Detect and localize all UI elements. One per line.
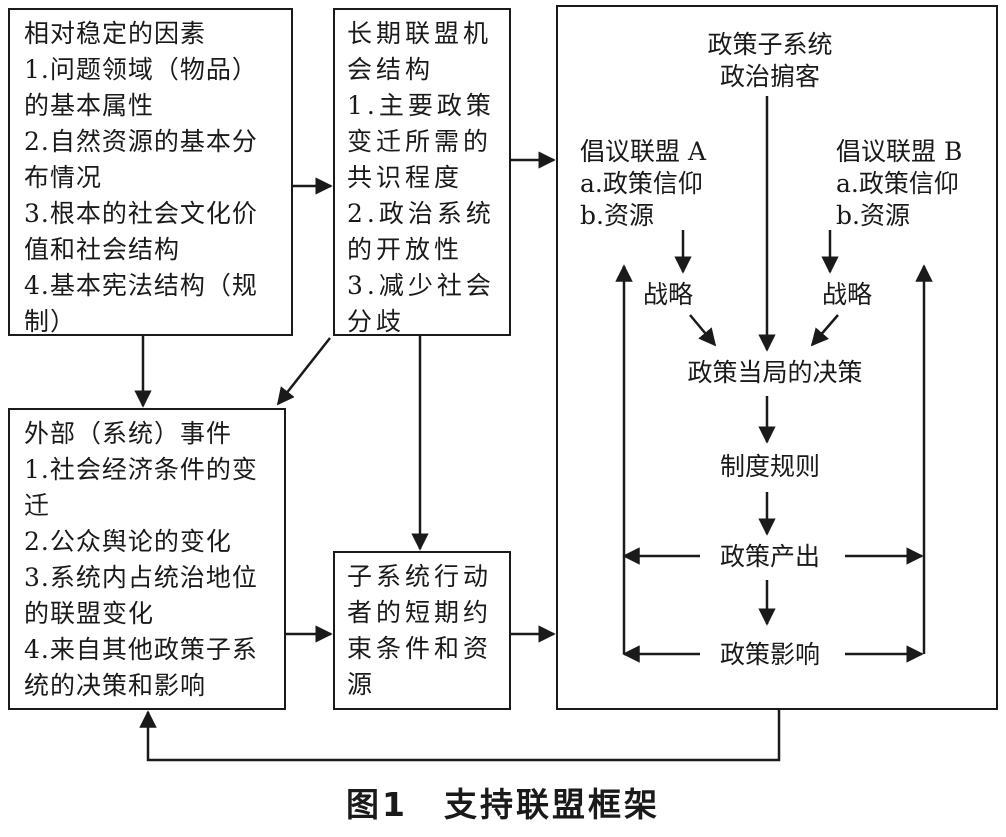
external-events-line: 的联盟变化 xyxy=(24,599,155,628)
stable-factors-line: 值和社会结构 xyxy=(24,235,181,264)
arrow-strategy-b-to-decision xyxy=(810,314,839,347)
strategy-b: 战略 xyxy=(822,280,873,309)
stable-factors-line: 3.根本的社会文化价 xyxy=(24,199,258,228)
short-term-line: 源 xyxy=(347,670,377,699)
short-term-box: 子系统行动 者的短期约 束条件和资 源 xyxy=(333,551,511,710)
stable-factors-line: 的基本属性 xyxy=(24,91,155,120)
external-events-line: 4.来自其他政策子系 xyxy=(24,635,258,664)
short-term-text: 子系统行动 者的短期约 束条件和资 源 xyxy=(347,559,492,703)
coalition-structure-line: 会结构 xyxy=(347,55,435,84)
stable-factors-line: 1.问题领域（物品） xyxy=(24,55,258,84)
arrow-feedback-bottom xyxy=(139,710,781,762)
arrow-strategy-a-to-decision xyxy=(689,314,717,347)
coalition-structure-line: 的开放性 xyxy=(347,235,464,264)
policy-output: 政策产出 xyxy=(719,542,820,571)
figure-number: 图1 xyxy=(346,785,408,824)
policy-broker: 政治掮客 xyxy=(719,62,820,91)
stable-factors-line: 4.基本宪法结构（规 xyxy=(24,271,258,300)
stable-factors-line: 制） xyxy=(24,307,77,336)
coalition-b-title: 倡议联盟 B xyxy=(836,137,963,166)
coalition-b-belief: a.政策信仰 xyxy=(836,169,959,198)
arrow-structure-to-external xyxy=(276,337,331,406)
external-events-line: 2.公众舆论的变化 xyxy=(24,527,232,556)
coalition-b-resource: b.资源 xyxy=(836,201,910,230)
short-term-line: 子系统行动 xyxy=(347,562,493,591)
figure-caption: 图1 支持联盟框架 xyxy=(0,778,1006,826)
coalition-structure-line: 共识程度 xyxy=(347,163,464,192)
stable-factors-box: 相对稳定的因素 1.问题领域（物品） 的基本属性 2.自然资源的基本分 布情况 … xyxy=(8,8,293,336)
coalition-structure-text: 长期联盟机 会结构 1.主要政策 变迁所需的 共识程度 2.政治系统 的开放性 … xyxy=(347,16,495,340)
coalition-structure-line: 长期联盟机 xyxy=(347,19,493,48)
coalition-a-resource: b.资源 xyxy=(580,201,654,230)
coalition-a-belief: a.政策信仰 xyxy=(580,169,703,198)
external-events-line: 3.系统内占统治地位 xyxy=(24,563,258,592)
stable-factors-line: 2.自然资源的基本分 xyxy=(24,127,258,156)
external-events-line: 1.社会经济条件的变 xyxy=(24,455,258,484)
coalition-structure-line: 变迁所需的 xyxy=(347,127,493,156)
short-term-line: 者的短期约 xyxy=(347,598,493,627)
subsystem-title: 政策子系统 xyxy=(707,30,833,59)
stable-factors-line: 相对稳定的因素 xyxy=(24,19,207,48)
stable-factors-line: 布情况 xyxy=(24,163,103,192)
coalition-structure-line: 1.主要政策 xyxy=(347,91,495,120)
strategy-a: 战略 xyxy=(643,280,694,309)
coalition-structure-box: 长期联盟机 会结构 1.主要政策 变迁所需的 共识程度 2.政治系统 的开放性 … xyxy=(333,8,511,336)
figure-title: 支持联盟框架 xyxy=(443,785,660,824)
external-events-text: 外部（系统）事件 1.社会经济条件的变 迁 2.公众舆论的变化 3.系统内占统治… xyxy=(24,416,258,704)
institutional-rules: 制度规则 xyxy=(719,452,820,481)
coalition-structure-line: 3.减少社会 xyxy=(347,271,495,300)
policy-impact: 政策影响 xyxy=(719,640,820,669)
external-events-line: 迁 xyxy=(24,491,51,520)
external-events-box: 外部（系统）事件 1.社会经济条件的变 迁 2.公众舆论的变化 3.系统内占统治… xyxy=(8,408,286,710)
coalition-structure-line: 分歧 xyxy=(347,307,406,336)
external-events-line: 统的决策和影响 xyxy=(24,671,207,700)
short-term-line: 束条件和资 xyxy=(347,634,493,663)
authority-decision: 政策当局的决策 xyxy=(687,358,863,387)
coalition-structure-line: 2.政治系统 xyxy=(347,199,495,228)
external-events-line: 外部（系统）事件 xyxy=(24,419,233,448)
coalition-a-title: 倡议联盟 A xyxy=(580,137,707,166)
stable-factors-text: 相对稳定的因素 1.问题领域（物品） 的基本属性 2.自然资源的基本分 布情况 … xyxy=(24,16,258,340)
